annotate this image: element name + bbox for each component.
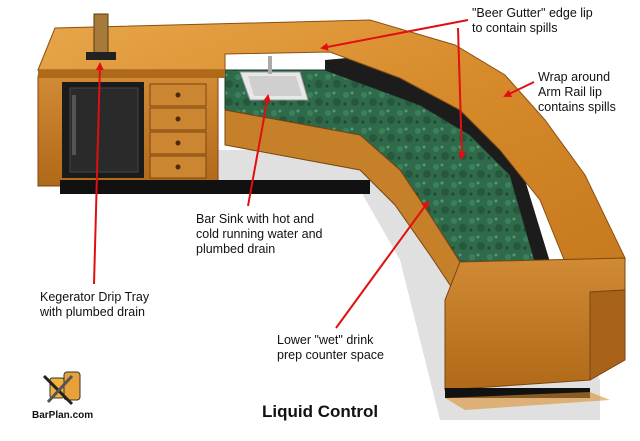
barplan-logo <box>42 371 81 406</box>
arrow-kegerator <box>93 62 104 285</box>
tap-tower <box>93 13 109 59</box>
right-leg-side <box>589 289 626 381</box>
lower-counter-label: Lower "wet" drink prep counter space <box>277 333 385 362</box>
drawer-knob <box>175 164 181 170</box>
beer-gutter-label: "Beer Gutter" edge lip to contain spills <box>472 6 593 35</box>
bar-top-edge <box>38 70 225 78</box>
drawer-knob <box>175 92 181 98</box>
arrow-gutter-left <box>320 19 469 51</box>
arrow-lower-counter <box>335 200 430 329</box>
logo-text: BarPlan.com <box>32 410 94 421</box>
faucet <box>268 56 272 74</box>
kegerator-handle <box>72 95 76 155</box>
kick-plate-right <box>445 388 590 398</box>
bar-sink-label: Bar Sink with hot and cold running water… <box>196 212 323 256</box>
tap-base <box>86 52 116 60</box>
kegerator-door <box>69 87 139 173</box>
kegerator-label: Kegerator Drip Tray with plumbed drain <box>40 290 150 319</box>
arm-rail-label: Wrap around Arm Rail lip contains spills <box>538 70 616 114</box>
drawer-knob <box>175 116 181 122</box>
kick-plate-left <box>60 180 370 194</box>
drawer-knob <box>175 140 181 146</box>
arrow-bar-sink <box>247 94 271 207</box>
floor-plate <box>445 392 610 410</box>
arrow-arm-rail <box>503 81 535 97</box>
diagram-title: Liquid Control <box>262 402 379 421</box>
sink-basin <box>248 76 302 96</box>
arrow-gutter-right <box>457 27 466 160</box>
